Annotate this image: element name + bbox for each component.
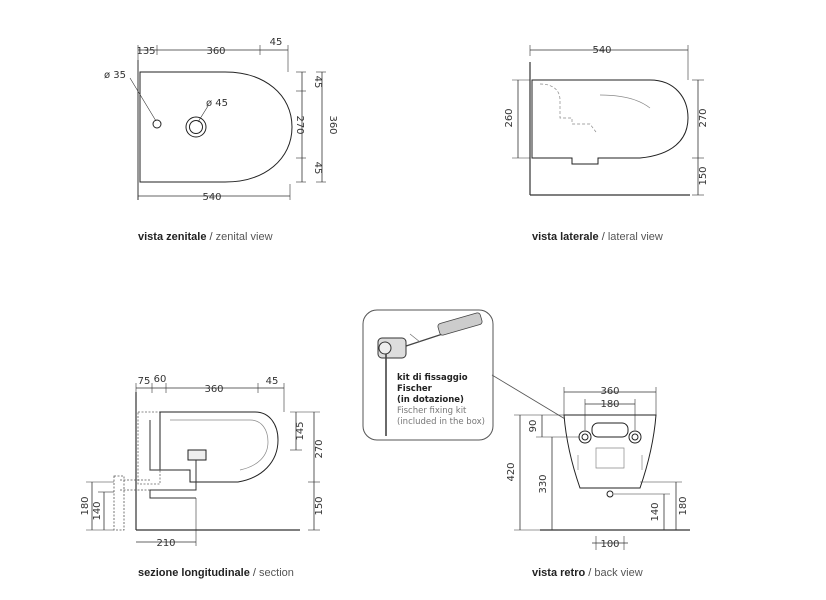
lateral-left-dim: 260 xyxy=(504,108,515,127)
zenital-bottom-dim: 540 xyxy=(202,192,221,203)
zenital-caption: vista zenitale / zenital view xyxy=(138,231,273,243)
zenital-top-dim-3: 45 xyxy=(270,37,283,48)
zenital-body xyxy=(139,71,293,183)
back-caption-sep: / xyxy=(588,567,592,579)
section-waste xyxy=(120,479,150,491)
kit-nut xyxy=(378,341,392,355)
lateral-right-dim-2: 150 xyxy=(698,166,709,185)
back-left-dim-1: 90 xyxy=(528,420,539,433)
kit-dowel xyxy=(437,312,483,336)
section-bottom-dim: 210 xyxy=(156,538,175,549)
back-drain xyxy=(606,490,614,498)
lateral-internal xyxy=(539,83,597,133)
lateral-body xyxy=(531,79,689,165)
section-top-dim-1: 75 xyxy=(138,376,151,387)
zenital-hole-center-outer xyxy=(185,116,207,138)
zenital-leader-left xyxy=(129,77,157,122)
zenital-caption-sep: / xyxy=(209,231,213,243)
section-dim-labels: 75 60 360 45 145 270 150 180 140 210 xyxy=(80,374,325,549)
zenital-dim-labels: 135 360 45 ø 35 ø 45 45 270 45 360 540 xyxy=(104,37,338,203)
section-caption-sep: / xyxy=(252,567,256,579)
section-top-dim-3: 360 xyxy=(204,384,223,395)
kit-line-2: Fischer xyxy=(397,384,433,394)
back-caption-en: back view xyxy=(594,567,643,579)
back-fixing-right-inner xyxy=(631,433,639,441)
kit-line-3: (in dotazione) xyxy=(397,395,464,405)
zenital-hole-left xyxy=(152,119,162,129)
section-left-dim-2: 140 xyxy=(92,501,103,520)
kit-detail: kit di fissaggio Fischer (in dotazione) … xyxy=(362,309,591,441)
section-valve xyxy=(187,449,207,461)
section-top-dim-4: 45 xyxy=(266,376,279,387)
zenital-view xyxy=(129,45,326,200)
back-fixing-right-outer xyxy=(628,430,642,444)
back-top-dim-2: 180 xyxy=(600,399,619,410)
section-right-dim-3: 150 xyxy=(314,496,325,515)
section-bowl xyxy=(170,419,269,471)
kit-line-1: kit di fissaggio xyxy=(397,373,468,383)
back-top-dim-1: 360 xyxy=(600,386,619,397)
zenital-right-dim-3: 45 xyxy=(312,162,323,175)
zenital-right-dim-1: 45 xyxy=(312,76,323,89)
lateral-caption-en: lateral view xyxy=(607,231,663,243)
back-slot xyxy=(591,422,629,438)
lateral-caption-it: vista laterale xyxy=(532,231,599,243)
lateral-caption: vista laterale / lateral view xyxy=(532,231,663,243)
section-top-dim-2: 60 xyxy=(154,374,167,385)
lateral-top-dim: 540 xyxy=(592,45,611,56)
back-fixing-left-inner xyxy=(581,433,589,441)
section-right-dim-1: 145 xyxy=(295,421,306,440)
lateral-view xyxy=(512,45,704,196)
section-waste-pipe xyxy=(113,475,125,531)
back-outlet xyxy=(595,447,625,469)
lateral-bowl xyxy=(599,94,651,109)
kit-line-5: (included in the box) xyxy=(397,417,485,427)
zenital-right-total: 360 xyxy=(327,115,338,134)
section-left-dim-1: 180 xyxy=(80,496,91,515)
zenital-caption-en: zenital view xyxy=(215,231,273,243)
back-right-dim-2: 180 xyxy=(678,496,689,515)
back-dim-labels: 360 180 90 420 330 140 180 100 xyxy=(506,386,689,550)
back-body xyxy=(563,414,657,489)
section-caption: sezione longitudinale / section xyxy=(138,567,294,579)
section-view xyxy=(86,383,320,546)
back-view xyxy=(514,387,690,550)
section-caption-en: section xyxy=(259,567,294,579)
section-frame xyxy=(137,411,161,485)
zenital-caption-it: vista zenitale xyxy=(138,231,207,243)
back-left-dim-2: 420 xyxy=(506,462,517,481)
zenital-top-dim-2: 360 xyxy=(206,46,225,57)
lateral-caption-sep: / xyxy=(601,231,605,243)
section-body xyxy=(159,411,279,483)
zenital-leader-center xyxy=(197,105,209,123)
zenital-top-dim-1: 135 xyxy=(136,46,155,57)
section-right-dim-2: 270 xyxy=(314,439,325,458)
back-bottom-dim: 100 xyxy=(600,539,619,550)
back-left-dim-3: 330 xyxy=(538,474,549,493)
section-caption-it: sezione longitudinale xyxy=(138,567,250,579)
back-caption: vista retro / back view xyxy=(532,567,643,579)
lateral-dim-labels: 540 260 270 150 xyxy=(504,45,709,186)
zenital-hole-left-label: ø 35 xyxy=(104,70,126,81)
zenital-hole-center-inner xyxy=(189,120,203,134)
back-caption-it: vista retro xyxy=(532,567,586,579)
zenital-hole-center-label: ø 45 xyxy=(206,98,228,109)
kit-line-4: Fischer fixing kit xyxy=(397,406,467,416)
back-right-dim-1: 140 xyxy=(650,502,661,521)
zenital-right-dim-2: 270 xyxy=(294,115,305,134)
lateral-right-dim-1: 270 xyxy=(698,108,709,127)
section-pipe-vertical xyxy=(149,420,186,471)
